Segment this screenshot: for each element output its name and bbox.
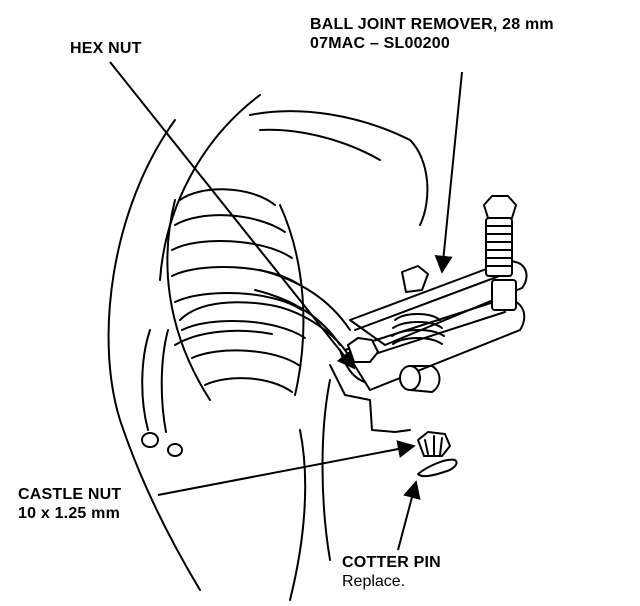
cotter-pin-leader: [397, 480, 421, 551]
control-arm-left: [179, 301, 346, 351]
castle-nut-shape: [417, 431, 451, 457]
hex-nut-label-text: HEX NUT: [70, 40, 142, 57]
strut-tower-inner: [259, 128, 381, 161]
strut-tower: [249, 110, 429, 226]
ball-joint-remover-label-line1: BALL JOINT REMOVER, 28 mm: [310, 16, 554, 33]
knuckle-bracket: [329, 364, 411, 433]
lower-arm-edge: [254, 289, 341, 346]
link-eye-upper: [141, 432, 159, 448]
ball-joint-remover-label-line2: 07MAC – SL00200: [310, 34, 450, 52]
castle-nut-leader: [157, 440, 416, 496]
hex-nut-shape: [347, 337, 379, 363]
cotter-pin-label-line1: COTTER PIN: [342, 554, 441, 571]
castle-nut-label-line2: 10 x 1.25 mm: [18, 504, 121, 522]
castle-nut-label: CASTLE NUT 10 x 1.25 mm: [18, 486, 121, 524]
tire-arc: [289, 429, 307, 601]
cotter-pin-label-line2: Replace.: [342, 572, 406, 590]
cotter-pin-shape: [417, 458, 458, 478]
control-arm-left-lower: [174, 329, 273, 346]
castle-nut-label-line1: CASTLE NUT: [18, 486, 122, 503]
fender-inner-curve: [159, 94, 261, 281]
stabilizer-link: [141, 329, 169, 433]
cotter-pin-label: COTTER PIN Replace.: [342, 554, 441, 592]
ball-joint-remover-tool: [344, 195, 528, 393]
hex-nut-label: HEX NUT: [70, 40, 142, 59]
lower-arm: [259, 269, 351, 331]
ball-joint-remover-leader: [434, 71, 463, 274]
knuckle-arc: [321, 379, 331, 561]
link-eye-lower: [167, 443, 183, 457]
ball-joint-remover-label: BALL JOINT REMOVER, 28 mm 07MAC – SL0020…: [310, 16, 554, 54]
hex-nut-leader: [109, 61, 356, 370]
fender-outer-curve: [107, 119, 201, 591]
